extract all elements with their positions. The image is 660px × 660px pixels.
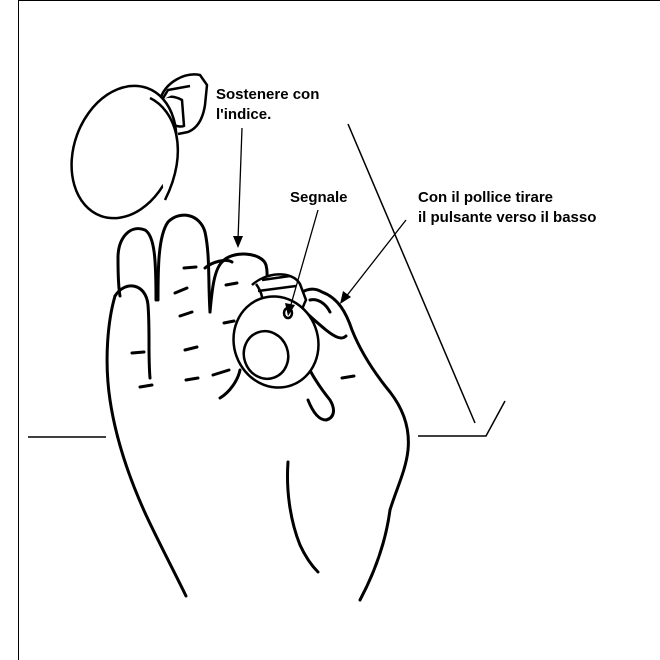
support-instruction-label: Sostenere con l'indice.: [216, 85, 319, 125]
spare-bobbin-icon: [54, 71, 207, 233]
signal-label: Segnale: [290, 188, 348, 208]
thumb-instruction-label: Con il pollice tirare il pulsante verso …: [418, 188, 638, 228]
thumb-instruction-line1: Con il pollice tirare: [418, 188, 638, 208]
hand-drawing: [107, 215, 408, 600]
support-instruction-line2: l'indice.: [216, 105, 319, 125]
thumb-instruction-line2: il pulsante verso il basso: [418, 208, 638, 228]
support-instruction-line1: Sostenere con: [216, 85, 319, 105]
